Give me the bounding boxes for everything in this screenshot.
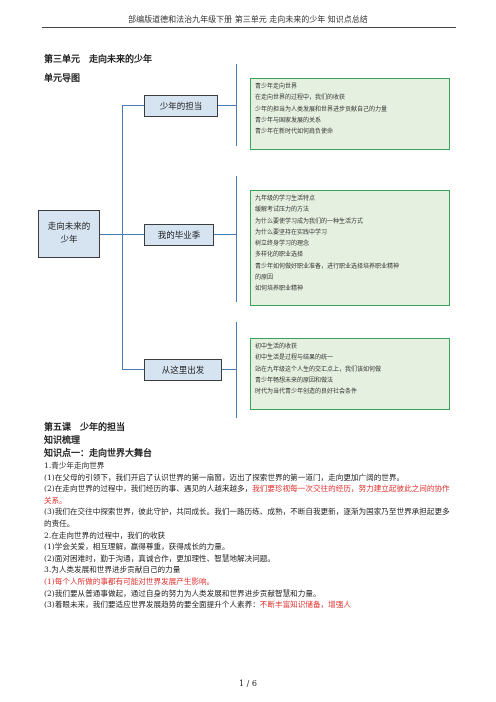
map-detail-box-1: 青少年走向世界 在走向世界的过程中，我们的收获 少年的担当为人类发展和世界进步贡… (250, 78, 450, 150)
connector-detail-3 (220, 369, 236, 370)
body-paragraph: 2.在走向世界的过程中，我们的收获 (44, 530, 456, 542)
connector-branch-1 (122, 105, 144, 106)
bracket-1 (236, 64, 237, 146)
map-branch-3: 从这里出发 (144, 359, 222, 381)
map-title: 单元导图 (44, 74, 81, 84)
unit-title: 第三单元 走向未来的少年 (44, 55, 153, 65)
detail-item: 青少年在新时代如何肩负使命 (255, 128, 334, 136)
detail-item: 多样化的职业选择 (255, 251, 304, 259)
emphasis-text: 我们要珍视每一次交往的经历，努力建立起彼此之间的协作关系。 (44, 484, 450, 505)
body-text-run: (2)在走向世界的过程中，我们经历的事、遇见的人越来越多， (44, 484, 253, 494)
connector-branch-3 (122, 369, 144, 370)
connector-detail-2 (212, 234, 236, 235)
detail-item: 青少年如何做好职业准备，进行职业选择培养职业精神 (255, 262, 400, 270)
map-branch-2: 我的毕业季 (144, 224, 214, 246)
detail-item: 青少年走向世界 (255, 83, 298, 90)
body-text-run: (3)我们在交往中探索世界，彼此守护，共同成长。我们一路历练、成熟，不断自我更新… (44, 507, 450, 528)
detail-item: 的原因 (255, 274, 274, 282)
detail-item: 站在九年级这个人生的交汇点上，我们该如何做 (255, 365, 382, 373)
detail-item: 如何培养职业精神 (255, 285, 304, 293)
detail-item: 少年的担当为人类发展和世界进步贡献自己的力量 (255, 105, 388, 113)
emphasis-text: (1) (44, 576, 55, 586)
body-paragraph: (3)着眼未来，我们要适应世界发展趋势的要全面提升个人素养：不断丰富知识储备，增… (44, 599, 456, 611)
map-detail-box-2: 九年级的学习生活特点 缓解考试压力的方法 为什么要使学习成为我们的一种生活方式 … (250, 190, 450, 306)
connector-root (100, 234, 122, 235)
map-root-node: 走向未来的少年 (38, 210, 100, 258)
connector-branch-2 (122, 234, 144, 235)
body-paragraph: 3.为人类发展和世界进步贡献自己的力量 (44, 564, 456, 576)
detail-item: 青少年与国家发展的关系 (255, 116, 322, 124)
emphasis-text: 每个人所做的事都有可能对世界发展产生影响。 (54, 576, 215, 586)
emphasis-text: 不断丰富知识储备，增强人 (259, 600, 351, 610)
body-paragraph: (1)每个人所做的事都有可能对世界发展产生影响。 (44, 576, 456, 588)
body-text-run: (1)在父母的引领下，我们开启了认识世界的第一扇窗，迈出了探索世界的第一道门，走… (44, 472, 405, 482)
map-detail-box-3: 初中生活的收获 初中生活是过程与结果的统一 站在九年级这个人生的交汇点上，我们该… (250, 338, 450, 410)
connector-trunk (122, 105, 123, 369)
detail-item: 青少年畅想未来的原因和做法 (255, 376, 334, 384)
body-paragraph: (2)在走向世界的过程中，我们经历的事、遇见的人越来越多，我们要珍视每一次交往的… (44, 483, 456, 506)
lesson-body: 1.青少年走向世界 (1)在父母的引领下，我们开启了认识世界的第一扇窗，迈出了探索… (44, 460, 456, 611)
body-paragraph: 1.青少年走向世界 (44, 460, 456, 472)
body-text-run: (1)学会关爱，相互理解，赢得尊重，获得成长的力量。 (44, 542, 230, 552)
detail-item: 树立终身学习的理念 (255, 240, 310, 248)
body-paragraph: (2)我们要从普通事做起，通过自身的努力为人类发展和世界进步贡献智慧和力量。 (44, 588, 456, 600)
detail-item: 时代为当代青少年创造的良好社会条件 (255, 388, 358, 396)
bracket-2 (236, 176, 237, 302)
connector-detail-1 (216, 105, 236, 106)
body-paragraph: (1)学会关爱，相互理解，赢得尊重，获得成长的力量。 (44, 541, 456, 553)
bracket-3 (236, 322, 237, 418)
page-header: 部编版道德和法治九年级下册 第三单元 走向未来的少年 知识点总结 (128, 15, 368, 24)
body-paragraph: (2)面对困难时，勤于沟通，真诚合作，更加理性、智慧地解决问题。 (44, 553, 456, 565)
header-rule (42, 27, 456, 28)
body-text-run: 2.在走向世界的过程中，我们的收获 (44, 530, 166, 540)
detail-item: 初中生活是过程与结果的统一 (255, 354, 334, 362)
detail-item: 为什么要坚持在实践中学习 (255, 228, 328, 236)
detail-item: 缓解考试压力的方法 (255, 206, 310, 214)
detail-item: 初中生活的收获 (255, 343, 298, 350)
map-branch-1: 少年的担当 (144, 95, 218, 117)
detail-item: 九年级的学习生活特点 (255, 195, 316, 202)
body-text-run: (2)我们要从普通事做起，通过自身的努力为人类发展和世界进步贡献智慧和力量。 (44, 588, 321, 598)
body-text-run: (3)着眼未来，我们要适应世界发展趋势的要全面提升个人素养： (44, 600, 260, 610)
body-text-run: 1.青少年走向世界 (44, 461, 105, 470)
page-number: 1 / 6 (239, 679, 257, 688)
detail-item: 在走向世界的过程中，我们的收获 (255, 94, 346, 102)
section-title: 知识梳理 (44, 436, 81, 446)
body-text-run: (2)面对困难时，勤于沟通，真诚合作，更加理性、智慧地解决问题。 (44, 553, 275, 563)
body-paragraph: (1)在父母的引领下，我们开启了认识世界的第一扇窗，迈出了探索世界的第一道门，走… (44, 472, 456, 484)
body-paragraph: (3)我们在交往中探索世界，彼此守护，共同成长。我们一路历练、成熟，不断自我更新… (44, 506, 456, 529)
knowledge-point-title: 知识点一：走向世界大舞台 (44, 449, 153, 459)
detail-item: 为什么要使学习成为我们的一种生活方式 (255, 217, 364, 225)
body-text-run: 3.为人类发展和世界进步贡献自己的力量 (44, 565, 181, 575)
lesson-title: 第五课 少年的担当 (44, 423, 126, 433)
